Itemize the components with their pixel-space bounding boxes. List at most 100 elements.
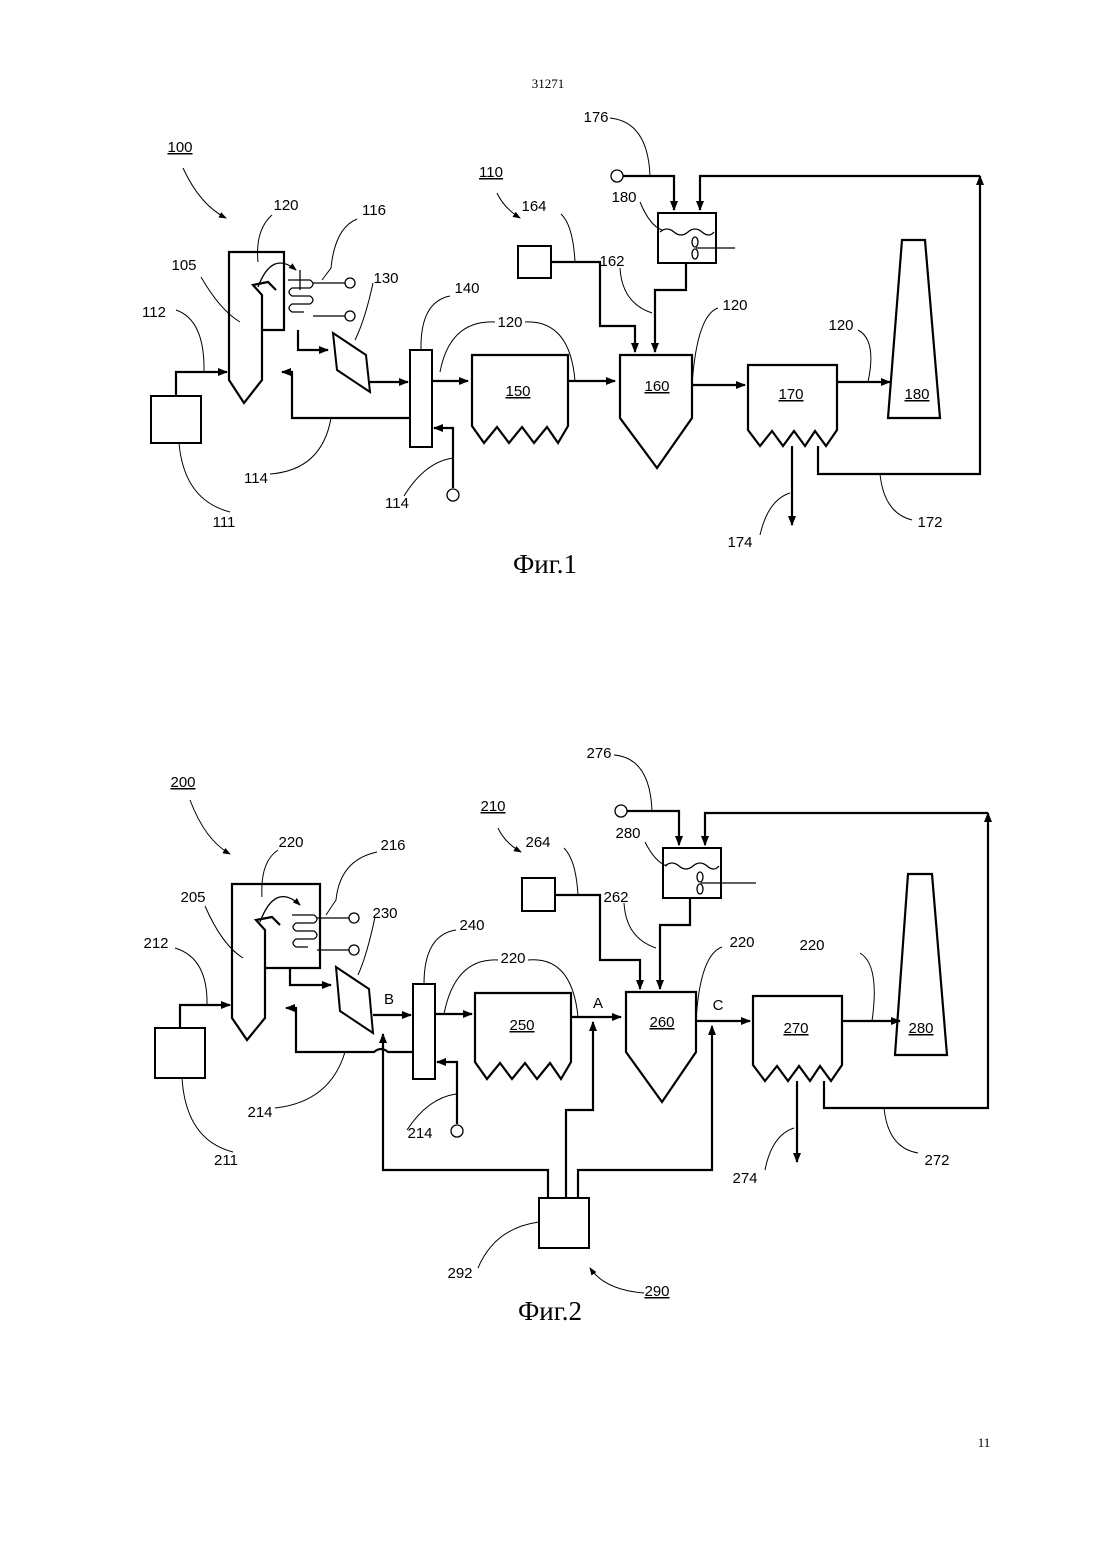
leader-214a	[275, 1052, 345, 1108]
injection-line-B	[383, 1034, 548, 1198]
injection-line-C	[578, 1026, 712, 1198]
leader-120b	[440, 322, 495, 372]
label-280-stack: 280	[908, 1020, 933, 1037]
figure-1-caption: Фиг.1	[513, 549, 577, 579]
label-110: 110	[479, 164, 503, 181]
label-114-return: 114	[244, 470, 268, 487]
label-264: 264	[525, 834, 550, 851]
unit-160	[620, 355, 692, 468]
label-120-boiler: 120	[273, 197, 298, 214]
ref-arrow-200	[190, 800, 230, 854]
label-120-outlet: 120	[722, 297, 747, 314]
reagent-box-164	[518, 246, 551, 278]
label-160: 160	[644, 378, 669, 395]
label-200: 200	[170, 774, 195, 791]
steam-outlet-1	[345, 278, 355, 288]
slurry-line-262	[660, 898, 690, 989]
label-205: 205	[180, 889, 205, 906]
label-140: 140	[454, 280, 479, 297]
leader-205	[205, 906, 243, 958]
unit-240	[413, 984, 435, 1079]
leader-162	[620, 268, 652, 313]
mixing-tank	[663, 848, 721, 898]
label-180-stack: 180	[904, 386, 929, 403]
label-230: 230	[372, 905, 397, 922]
leader-176	[610, 118, 650, 176]
controller-box-292	[539, 1198, 589, 1248]
air-heater	[336, 967, 373, 1033]
reagent-line-164	[551, 262, 635, 352]
leader-292	[478, 1222, 539, 1268]
unit-270	[753, 996, 842, 1081]
water-inlet-176	[611, 170, 623, 182]
leader-240	[424, 930, 456, 984]
leader-262	[624, 903, 656, 948]
leader-112	[176, 310, 204, 372]
label-170: 170	[778, 386, 803, 403]
air-inlet-214	[437, 1062, 457, 1124]
boiler-inner-nose	[253, 282, 276, 330]
boiler-to-air-heater-line	[290, 968, 331, 985]
label-274: 274	[732, 1170, 757, 1187]
label-176: 176	[583, 109, 608, 126]
leader-272	[884, 1108, 918, 1153]
leader-114b	[404, 458, 453, 496]
leader-220e	[860, 953, 874, 1021]
air-return-line-114	[282, 372, 410, 418]
label-212: 212	[143, 935, 168, 952]
boiler-inner-nose	[256, 917, 280, 968]
injection-point-C: C	[713, 997, 724, 1014]
fuel-feed-line	[180, 1005, 230, 1028]
injection-point-B: B	[384, 991, 394, 1008]
boiler-outline	[232, 884, 320, 1040]
steam-outlet-2	[345, 311, 355, 321]
label-111: 111	[213, 514, 236, 531]
recycle-return-to-tank	[705, 813, 988, 845]
ref-arrow-290	[590, 1268, 644, 1293]
unit-250	[475, 993, 571, 1079]
figure-2-caption: Фиг.2	[518, 1296, 582, 1326]
leader-120a	[258, 215, 272, 262]
label-211: 211	[214, 1152, 238, 1169]
leader-105	[201, 277, 240, 322]
label-214-inlet: 214	[407, 1125, 432, 1142]
leader-230	[358, 917, 375, 975]
leader-211	[182, 1078, 233, 1152]
leader-164	[561, 214, 575, 262]
leader-220a	[262, 850, 278, 897]
leader-111	[179, 443, 230, 512]
steam-outlet-2	[349, 945, 359, 955]
label-174: 174	[727, 534, 752, 551]
water-inlet-276	[615, 805, 627, 817]
fuel-source-box	[155, 1028, 205, 1078]
label-112: 112	[142, 304, 166, 321]
label-120-stack: 120	[828, 317, 853, 334]
reagent-line-264	[555, 895, 640, 989]
label-172: 172	[917, 514, 942, 531]
unit-170	[748, 365, 837, 446]
leader-212	[175, 948, 207, 1005]
label-280-tank: 280	[615, 825, 640, 842]
unit-140	[410, 350, 432, 447]
label-270: 270	[783, 1020, 808, 1037]
boiler-to-air-heater-line	[298, 330, 328, 350]
leader-220b	[444, 960, 498, 1014]
leader-276	[614, 755, 652, 811]
slurry-line-162	[655, 263, 686, 352]
fuel-feed-line	[176, 372, 227, 396]
air-heater	[333, 333, 370, 392]
unit-260	[626, 992, 696, 1102]
label-250: 250	[509, 1017, 534, 1034]
leader-130	[355, 283, 373, 340]
leader-172	[880, 474, 912, 520]
ref-arrow-100	[183, 168, 226, 218]
reagent-box-264	[522, 878, 555, 911]
leader-174	[760, 493, 790, 535]
label-130: 130	[373, 270, 398, 287]
label-100: 100	[167, 139, 192, 156]
label-292: 292	[447, 1265, 472, 1282]
label-220-outlet: 220	[729, 934, 754, 951]
label-105: 105	[171, 257, 196, 274]
heat-exchanger-coil	[292, 915, 317, 947]
leader-216	[326, 852, 377, 915]
